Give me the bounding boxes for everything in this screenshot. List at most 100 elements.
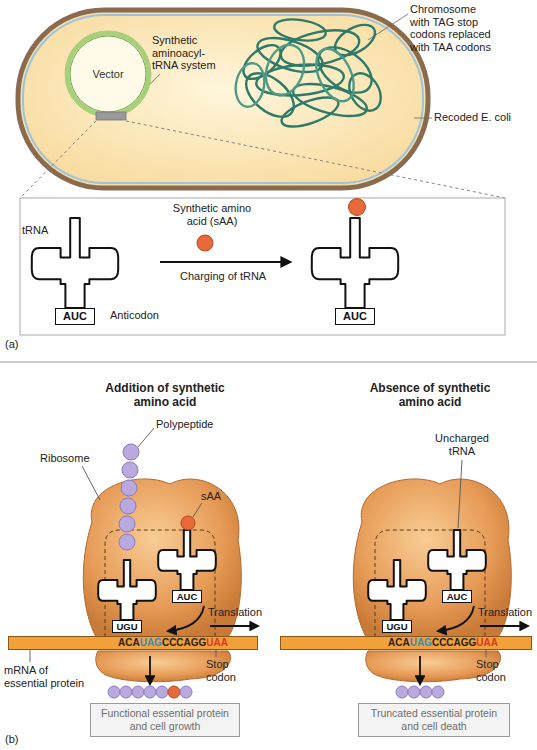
vector-ring (67, 33, 149, 115)
outcome-box: Truncated essential protein and cell dea… (358, 703, 510, 737)
trna-shape (368, 560, 426, 620)
callout-label: tRNA (22, 224, 48, 237)
codon-text: UGU (116, 622, 137, 632)
polypeptide-beads (119, 534, 135, 550)
flow-arrows (419, 656, 421, 684)
protein-beads (408, 686, 420, 698)
outcome-box: Functional essential protein and cell gr… (90, 703, 240, 737)
trna-system-gene (96, 112, 126, 120)
zoom-lines (126, 121, 505, 198)
flow-arrows (480, 625, 528, 627)
leader-lines (368, 14, 408, 40)
callout-label: Recoded E. coli (434, 111, 511, 124)
chromosome-tangle (330, 19, 380, 62)
polypeptide-beads (123, 444, 139, 460)
codon-box: AUC (55, 308, 95, 325)
panel-heading: Addition of synthetic amino acid (90, 382, 240, 410)
charging-arrow (160, 261, 290, 263)
codon-box: AUC (335, 308, 375, 325)
protein-beads (108, 686, 444, 698)
chromosome-tangle (238, 65, 301, 126)
protein-beads (156, 686, 168, 698)
flow-arrows (210, 625, 258, 627)
leader-lines (30, 428, 486, 662)
polypeptide-beads (122, 462, 138, 478)
polypeptide-beads (120, 498, 136, 514)
zoom-lines (20, 121, 505, 198)
leader-lines (486, 650, 487, 657)
chromosome-tangle (232, 16, 387, 132)
callout-label: mRNA of essential protein (4, 664, 89, 689)
protein-beads (144, 686, 156, 698)
callout-label: Stop codon (206, 658, 242, 683)
codon-text: ACA (388, 637, 410, 649)
flow-arrows (438, 606, 474, 631)
panel-letter: (b) (5, 733, 18, 746)
protein-beads (168, 686, 180, 698)
protein-beads (396, 686, 408, 698)
codon-text: AUC (343, 311, 367, 322)
codon-box: AUC (172, 590, 202, 603)
callout-label: sAA (201, 490, 221, 503)
chromosome-tangle (259, 39, 311, 100)
callout-label: Synthetic amino acid (sAA) (170, 202, 254, 227)
leader-lines (193, 503, 202, 517)
polypeptide-beads (119, 516, 135, 532)
mrna-strand: ACAUAGCCCAGGUAA (8, 636, 258, 650)
callout-label: Ribosome (40, 452, 90, 465)
recoded-cell (18, 10, 428, 188)
protein-beads (132, 686, 144, 698)
vector-circle: Vector (64, 30, 152, 118)
flow-arrows (168, 606, 204, 631)
chromosome-tangle (343, 68, 387, 117)
process-label: Translation (208, 606, 262, 619)
outcome-text: Truncated essential protein and cell dea… (365, 707, 503, 732)
trna-shape (428, 530, 486, 590)
protein-beads (180, 686, 192, 698)
codon-text: UAG (140, 637, 162, 649)
panel-heading: Absence of synthetic amino acid (355, 382, 505, 410)
codon-box: UGU (382, 620, 412, 633)
trna-shape (98, 560, 156, 620)
trna-shape (158, 530, 216, 590)
process-label: Charging of tRNA (180, 270, 266, 283)
process-label: Translation (478, 606, 532, 619)
chromosome-tangle (309, 43, 362, 107)
amino-acid-ball (349, 199, 366, 216)
codon-box: UGU (112, 620, 142, 633)
mrna-strand: ACAUAGCCCAGGUAA (280, 636, 532, 650)
codon-text: UAG (410, 637, 432, 649)
outcome-text: Functional essential protein and cell gr… (97, 707, 233, 732)
cell-membrane (23, 15, 423, 183)
callout-label: Synthetic aminoacyl-tRNA system (152, 34, 227, 72)
polypeptide-beads (121, 480, 137, 496)
callout-label: Uncharged tRNA (432, 432, 492, 457)
ribosome-shape (83, 479, 241, 682)
callout-label: Anticodon (110, 309, 159, 322)
codon-text: CCCAGG (162, 637, 206, 649)
amino-acid-ball (197, 235, 213, 251)
leader-lines (458, 460, 462, 528)
leader-lines (30, 650, 31, 662)
codon-text: UAA (476, 637, 498, 649)
callout-label: Polypeptide (156, 418, 214, 431)
panel-divider (0, 362, 537, 363)
codon-text: UAA (206, 637, 228, 649)
codon-text: AUC (177, 592, 198, 602)
codon-text: CCCAGG (432, 637, 476, 649)
chromosome-tangle (237, 39, 286, 86)
leader-lines (414, 118, 432, 119)
chromosome-tangle (232, 61, 267, 109)
cell-wall (18, 10, 428, 188)
flow-arrows (149, 656, 151, 684)
protein-beads (420, 686, 432, 698)
protein-beads (432, 686, 444, 698)
chromosome-tangle (290, 78, 370, 123)
amino-acid-ball (181, 516, 195, 530)
codon-text: ACA (118, 637, 140, 649)
callout-label: Stop codon (476, 658, 512, 683)
codon-text: AUC (63, 311, 87, 322)
